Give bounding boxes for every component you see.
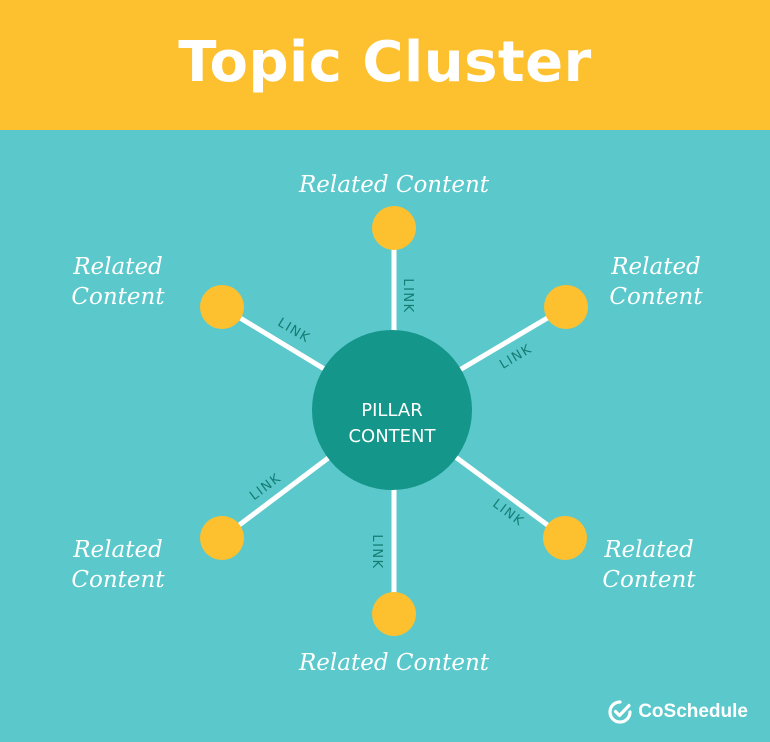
pillar-content-circle <box>312 330 472 490</box>
node-label-bottom-left-line2: Content <box>71 567 165 593</box>
checkmark-logo-icon <box>608 700 632 724</box>
node-top <box>372 206 416 250</box>
header-banner: Topic Cluster <box>0 0 770 130</box>
node-label-bottom: Related Content <box>298 650 490 676</box>
node-label-top-right-line2: Content <box>609 284 703 310</box>
link-label-bottom-left: LINK <box>247 471 284 504</box>
node-label-bottom-right-line2: Content <box>602 567 696 593</box>
node-label-bottom-right-line1: Related <box>603 537 694 563</box>
node-bottom-right <box>543 516 587 560</box>
link-label-bottom: LINK <box>369 534 384 569</box>
link-label-bottom-right: LINK <box>489 497 526 530</box>
brand-logo: CoSchedule <box>608 700 748 724</box>
link-label-top: LINK <box>400 278 415 313</box>
node-top-left <box>200 285 244 329</box>
brand-name: CoSchedule <box>638 701 748 722</box>
node-label-top-left-line2: Content <box>71 284 165 310</box>
node-bottom-left <box>200 516 244 560</box>
node-top-right <box>544 285 588 329</box>
node-label-top: Related Content <box>298 172 490 198</box>
node-bottom <box>372 592 416 636</box>
node-label-bottom-left-line1: Related <box>72 537 163 563</box>
page-title: Topic Cluster <box>178 29 592 95</box>
node-label-top-left-line1: Related <box>72 254 163 280</box>
node-label-top-right-line1: Related <box>610 254 701 280</box>
pillar-label-line2: CONTENT <box>348 426 436 447</box>
pillar-label-line1: PILLAR <box>361 400 422 421</box>
